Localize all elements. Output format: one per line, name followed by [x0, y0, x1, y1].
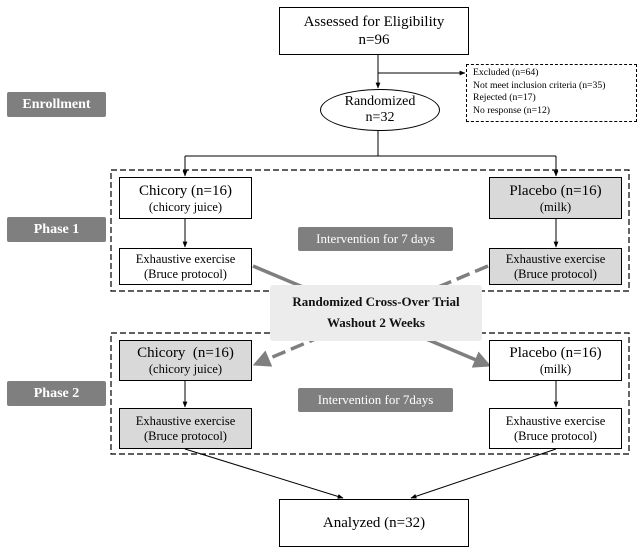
- phase2-placebo-title: Placebo (n=16): [509, 345, 602, 361]
- phase1-placebo-title: Placebo (n=16): [509, 182, 602, 199]
- phase1-placebo-sub: (milk): [539, 199, 572, 214]
- randomized-title: Randomized: [344, 93, 416, 109]
- excluded-line: Not meet inclusion criteria (n=35): [473, 79, 606, 91]
- phase1-placebo-exercise-box: Exhaustive exercise (Bruce protocol): [489, 248, 622, 285]
- excluded-line: Rejected (n=17): [473, 92, 536, 104]
- enrollment-label: Enrollment: [7, 92, 106, 117]
- phase1-intervention-label: Intervention for 7 days: [298, 227, 453, 251]
- analyzed-box: Analyzed (n=32): [279, 499, 469, 547]
- phase2-chicory-exercise-sub: (Bruce protocol): [144, 428, 227, 443]
- washout-title: Randomized Cross-Over Trial: [292, 294, 460, 310]
- phase1-placebo-box: Placebo (n=16) (milk): [489, 177, 622, 219]
- assessed-title: Assessed for Eligibility: [303, 14, 445, 30]
- phase1-placebo-exercise-title: Exhaustive exercise: [505, 251, 606, 266]
- phase2-placebo-exercise-title: Exhaustive exercise: [505, 413, 606, 428]
- phase2-frame: [110, 332, 630, 455]
- phase2-placebo-sub: (milk): [539, 362, 572, 376]
- phase1-frame: [110, 169, 630, 292]
- phase1-label: Phase 1: [7, 217, 106, 242]
- phase2-intervention-label: Intervention for 7days: [298, 388, 453, 412]
- phase1-chicory-exercise-box: Exhaustive exercise (Bruce protocol): [119, 248, 252, 285]
- phase2-chicory-exercise-title: Exhaustive exercise: [135, 413, 236, 428]
- phase1-chicory-title: Chicory (n=16): [138, 182, 233, 199]
- excluded-line: Excluded (n=64): [473, 67, 539, 78]
- phase1-placebo-exercise-sub: (Bruce protocol): [514, 266, 597, 281]
- washout-period: Washout 2 Weeks: [326, 315, 425, 330]
- phase2-placebo-exercise-sub: (Bruce protocol): [514, 428, 597, 443]
- analyzed-title: Analyzed (n=32): [322, 515, 426, 531]
- assessed-count: n=96: [358, 32, 390, 48]
- phase2-chicory-exercise-box: Exhaustive exercise (Bruce protocol): [119, 408, 252, 449]
- washout-panel: Randomized Cross-Over Trial Washout 2 We…: [270, 285, 482, 341]
- phase2-chicory-title: Chicory (n=16): [137, 345, 234, 361]
- phase2-chicory-box: Chicory (n=16) (chicory juice): [119, 340, 252, 381]
- phase1-chicory-sub: (chicory juice): [148, 199, 223, 214]
- phase2-placebo-exercise-box: Exhaustive exercise (Bruce protocol): [489, 408, 622, 449]
- assessed-box: Assessed for Eligibility n=96: [279, 7, 469, 55]
- randomized-count: n=32: [365, 110, 395, 125]
- excluded-line: No response (n=12): [473, 104, 551, 116]
- phase1-chicory-exercise-title: Exhaustive exercise: [135, 251, 236, 266]
- phase1-chicory-box: Chicory (n=16) (chicory juice): [119, 177, 252, 219]
- phase2-label: Phase 2: [7, 381, 106, 406]
- randomized-ellipse: Randomized n=32: [320, 89, 440, 131]
- phase2-chicory-sub: (chicory juice): [148, 362, 223, 376]
- phase2-placebo-box: Placebo (n=16) (milk): [489, 340, 622, 381]
- excluded-box: Excluded (n=64) Not meet inclusion crite…: [466, 64, 637, 122]
- phase1-chicory-exercise-sub: (Bruce protocol): [144, 266, 227, 281]
